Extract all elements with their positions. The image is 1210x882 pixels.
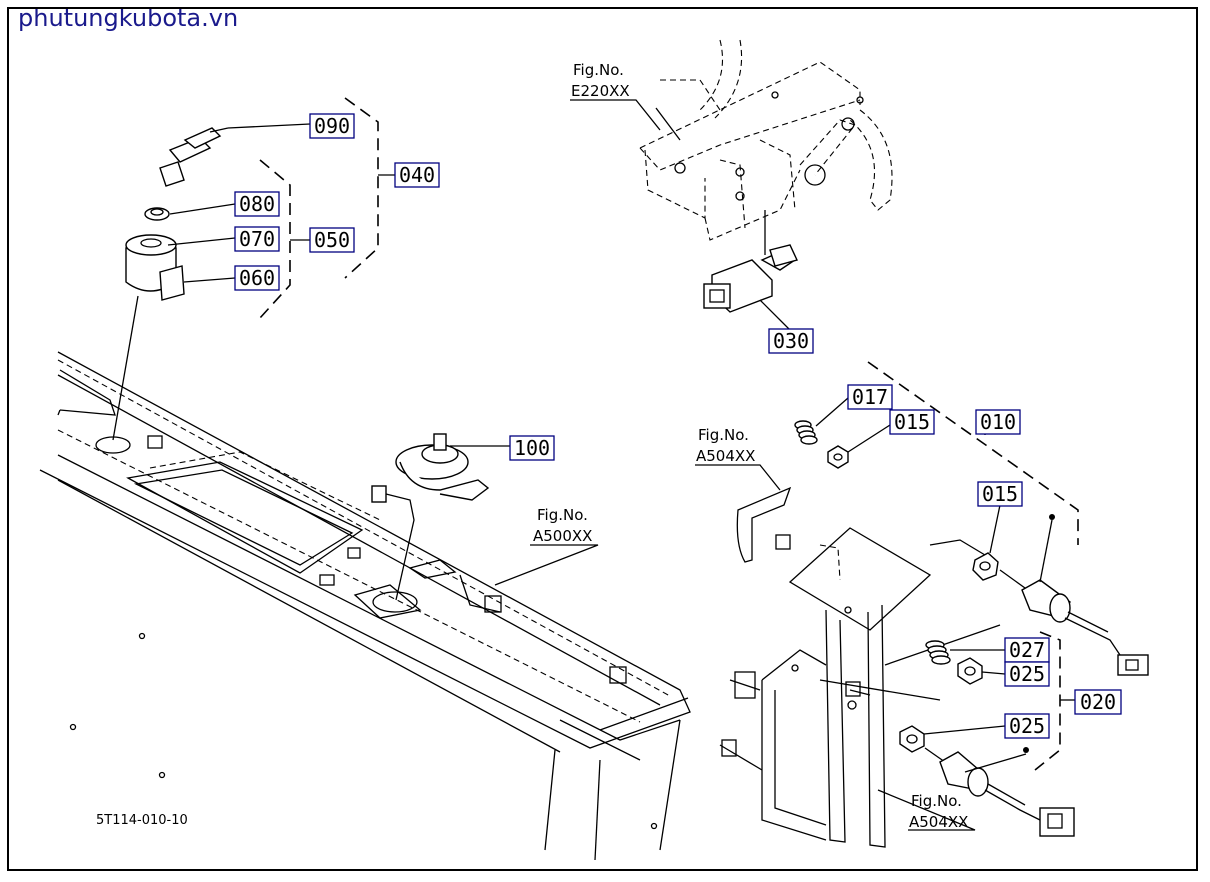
fig-ref-a504-lower[interactable]: Fig.No. A504XX — [909, 792, 968, 831]
svg-text:Fig.No.: Fig.No. — [573, 61, 624, 79]
svg-text:Fig.No.: Fig.No. — [911, 792, 962, 810]
buzzer-100 — [371, 433, 510, 601]
nut-025-lower — [899, 725, 1006, 753]
bracket-020 — [1034, 631, 1061, 771]
leader-a500 — [494, 544, 599, 586]
svg-text:040: 040 — [399, 163, 435, 187]
spring-017 — [794, 397, 849, 445]
svg-text:060: 060 — [239, 266, 275, 290]
svg-text:030: 030 — [773, 329, 809, 353]
callout-070[interactable]: 070 — [234, 226, 280, 252]
spring-027 — [925, 640, 1005, 665]
dashboard-panel — [39, 351, 691, 861]
bracket-010 — [867, 361, 1079, 545]
svg-text:020: 020 — [1080, 690, 1116, 714]
switch-bracket-frame — [719, 486, 1001, 848]
key-switch-group — [112, 123, 311, 441]
bracket-050 — [259, 159, 291, 319]
svg-text:017: 017 — [852, 385, 888, 409]
sensor-switch-upper — [999, 514, 1149, 676]
svg-text:010: 010 — [980, 410, 1016, 434]
leader-a504a — [695, 464, 781, 491]
seat-switch-030 — [703, 210, 798, 331]
svg-text:100: 100 — [514, 436, 550, 460]
fig-ref-a504-upper[interactable]: Fig.No. A504XX — [696, 426, 755, 465]
nut-015-upper — [827, 424, 891, 469]
callout-015-upper[interactable]: 015 — [889, 409, 935, 435]
svg-text:080: 080 — [239, 192, 275, 216]
callout-050[interactable]: 050 — [309, 227, 355, 253]
callout-025-lower[interactable]: 025 — [1004, 713, 1050, 739]
diagram-code: 5T114-010-10 — [96, 813, 188, 828]
callout-017[interactable]: 017 — [847, 384, 893, 410]
svg-text:Fig.No.: Fig.No. — [537, 506, 588, 524]
leader-a504b — [877, 789, 976, 831]
svg-text:E220XX: E220XX — [571, 82, 630, 100]
leader-e220 — [570, 99, 661, 131]
seat-switch-frame — [639, 39, 893, 241]
callout-015-right[interactable]: 015 — [977, 481, 1023, 507]
svg-text:Fig.No.: Fig.No. — [698, 426, 749, 444]
fig-ref-e220[interactable]: Fig.No. E220XX — [571, 61, 630, 100]
callout-027[interactable]: 027 — [1004, 637, 1050, 663]
callout-060[interactable]: 060 — [234, 265, 280, 291]
callout-025-upper[interactable]: 025 — [1004, 661, 1050, 687]
fig-ref-a500[interactable]: Fig.No. A500XX — [533, 506, 592, 545]
svg-text:027: 027 — [1009, 638, 1045, 662]
callout-090[interactable]: 090 — [309, 113, 355, 139]
svg-text:090: 090 — [314, 114, 350, 138]
svg-text:A504XX: A504XX — [696, 447, 755, 465]
bracket-040 — [344, 97, 379, 279]
callout-010[interactable]: 010 — [975, 409, 1021, 435]
nut-025-upper — [957, 657, 1006, 685]
svg-text:025: 025 — [1009, 714, 1045, 738]
callout-020[interactable]: 020 — [1074, 689, 1122, 715]
callout-100[interactable]: 100 — [509, 435, 555, 461]
nut-015-right — [972, 504, 1001, 581]
svg-text:015: 015 — [894, 410, 930, 434]
sensor-switch-lower — [924, 747, 1075, 837]
callout-030[interactable]: 030 — [768, 328, 814, 354]
svg-text:050: 050 — [314, 228, 350, 252]
svg-text:015: 015 — [982, 482, 1018, 506]
diagram-border — [7, 7, 1198, 871]
callout-080[interactable]: 080 — [234, 191, 280, 217]
svg-text:A504XX: A504XX — [909, 813, 968, 831]
svg-text:A500XX: A500XX — [533, 527, 592, 545]
svg-text:070: 070 — [239, 227, 275, 251]
svg-text:025: 025 — [1009, 662, 1045, 686]
callout-040[interactable]: 040 — [394, 162, 440, 188]
